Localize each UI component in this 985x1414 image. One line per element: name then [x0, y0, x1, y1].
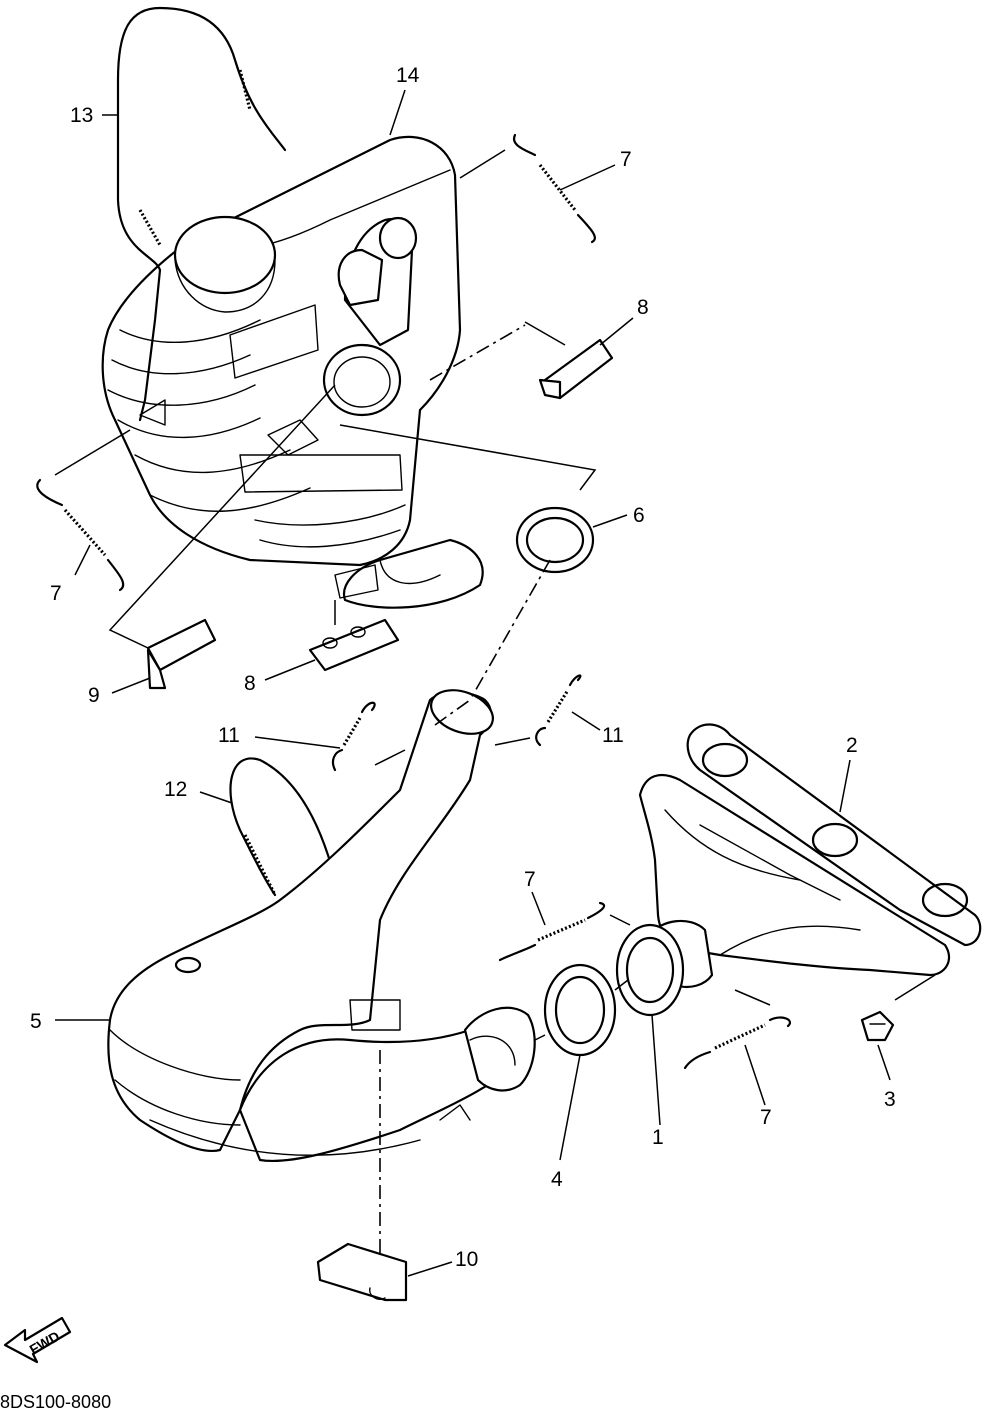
part-7-spring-lower: [683, 1016, 791, 1070]
callout-labels: 13 14 7 8 6 7 8 9 11 11 12 2 7 5 3 7 1 4…: [30, 64, 896, 1271]
part-2-gasket: [686, 723, 982, 947]
part-6-ring: [515, 506, 595, 574]
callout-7-left: 7: [50, 582, 62, 605]
callout-1: 1: [652, 1126, 664, 1149]
callout-3: 3: [884, 1088, 896, 1111]
callout-7-lower: 7: [760, 1106, 772, 1129]
part-11-spring-left: [331, 701, 376, 772]
part-5-expansion-chamber: [107, 689, 536, 1163]
callout-11-left: 11: [218, 724, 240, 747]
callout-12: 12: [164, 778, 187, 801]
callout-8-lower: 8: [244, 672, 256, 695]
callout-leaders: [55, 89, 891, 1277]
part-8-mount-upper: [538, 338, 614, 400]
part-7-spring-top-right: [512, 133, 596, 244]
part-7-spring-left: [36, 478, 125, 592]
fwd-arrow-icon: FWD: [3, 1316, 72, 1364]
callout-8-upper: 8: [637, 296, 649, 319]
part-4-sleeve: [543, 963, 617, 1057]
part-1-flange: [615, 923, 685, 1017]
callout-9: 9: [88, 684, 100, 707]
callout-14: 14: [396, 64, 420, 87]
assembly-lines: [54, 149, 936, 1255]
part-3-bolt: [860, 1010, 895, 1042]
part-8-mount-lower: [308, 618, 400, 672]
callout-5: 5: [30, 1010, 42, 1033]
callout-2: 2: [846, 734, 858, 757]
part-10-bracket: [316, 1242, 408, 1302]
callout-6: 6: [633, 504, 645, 527]
callout-10: 10: [455, 1248, 478, 1271]
diagram-code: 8DS100-8080: [0, 1392, 111, 1412]
part-11-spring-right: [535, 674, 582, 747]
part-14-muffler: [101, 135, 484, 609]
callout-7-middle: 7: [524, 868, 536, 891]
callout-4: 4: [551, 1168, 563, 1191]
callout-7-top-right: 7: [620, 148, 632, 171]
callout-13: 13: [70, 104, 93, 127]
part-13-strap: [116, 6, 287, 422]
part-9-mount: [146, 618, 217, 690]
part-7-spring-middle: [498, 901, 606, 962]
callout-11-right: 11: [602, 724, 624, 747]
